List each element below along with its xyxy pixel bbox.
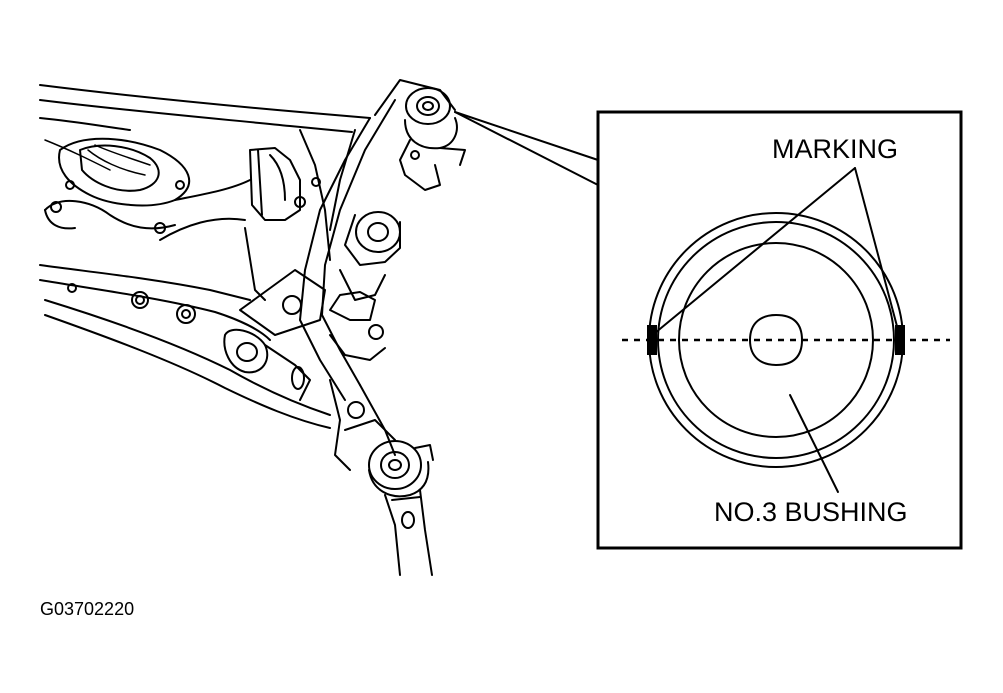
bushing-core (678, 242, 874, 438)
detail-box (596, 110, 963, 550)
figure-code: G03702220 (40, 599, 134, 619)
marking-leader-left (654, 167, 856, 334)
subframe-illustration (39, 79, 466, 576)
marking-right (895, 325, 905, 355)
marking-left (647, 325, 657, 355)
bushing-label: NO.3 BUSHING (714, 497, 908, 527)
marking-label: MARKING (772, 134, 898, 164)
marking-leader-right (854, 167, 899, 331)
callout-leader (454, 111, 599, 186)
bushing-leader (789, 394, 839, 493)
